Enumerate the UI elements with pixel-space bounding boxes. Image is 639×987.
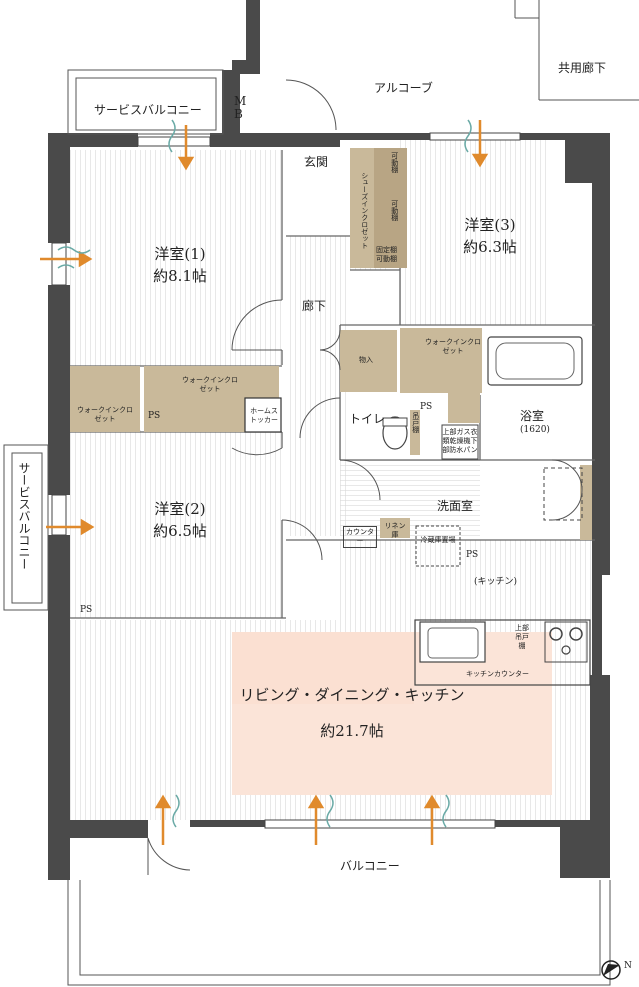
upper-shelf-label: 上部吊戸棚 bbox=[515, 624, 529, 650]
bedroom1-size: 約8.1帖 bbox=[153, 266, 207, 285]
compass-label: N bbox=[624, 961, 632, 971]
bedroom2-label: 洋室(2) 約6.5帖 bbox=[130, 499, 230, 543]
movable-shelf-label-3: 可動棚 bbox=[376, 255, 397, 263]
fridge-label: 冷蔵庫置場 bbox=[420, 536, 456, 544]
toilet-icon bbox=[382, 416, 408, 450]
ps-label: PS bbox=[420, 402, 433, 412]
bedroom2-name: 洋室(2) bbox=[154, 500, 206, 518]
storage-blocks bbox=[70, 148, 592, 540]
bedroom1-label: 洋室(1) 約8.1帖 bbox=[130, 244, 230, 288]
north-arrow-icon bbox=[601, 960, 621, 980]
ldk-label: リビング・ダイニング・キッチン 約21.7帖 bbox=[232, 685, 472, 743]
alcove-label: アルコーブ bbox=[374, 81, 433, 95]
washbasin-icon bbox=[543, 467, 583, 521]
washroom-label: 洗面室 bbox=[437, 499, 474, 513]
fixed-shelf-label: 固定棚 bbox=[376, 246, 397, 254]
kitchen-counter-label: キッチンカウンター bbox=[466, 670, 529, 678]
stove-icon bbox=[544, 621, 588, 663]
exterior-walls bbox=[48, 0, 610, 880]
doors bbox=[147, 79, 583, 875]
mb-label: M B bbox=[234, 94, 247, 122]
counter-label: カウンター bbox=[343, 526, 377, 548]
bedroom3-label: 洋室(3) 約6.3帖 bbox=[440, 215, 540, 259]
movable-shelf-label-1: 可動棚 bbox=[390, 152, 399, 173]
service-balcony-left-label: サービスバルコニー bbox=[17, 462, 31, 570]
ps-label: PS bbox=[148, 411, 161, 421]
bathroom-size-label: (1620) bbox=[520, 425, 550, 435]
shoes-closet-label: シューズインクロゼット bbox=[360, 172, 369, 249]
hallway-label: 廊下 bbox=[302, 299, 327, 313]
walkin-closet-3-label: ウォークインクロゼット bbox=[425, 338, 481, 355]
toilet-label: トイレ bbox=[349, 412, 386, 426]
bedroom3-name: 洋室(3) bbox=[464, 216, 516, 234]
home-stocker-label: ホームストッカー bbox=[250, 407, 278, 424]
walkin-closet-1-label: ウォークインクロゼット bbox=[182, 376, 238, 393]
common-corridor-area bbox=[514, 0, 639, 101]
bedroom2-size: 約6.5帖 bbox=[153, 521, 207, 540]
common-corridor-label: 共用廊下 bbox=[558, 61, 607, 75]
dryer-space bbox=[441, 424, 479, 460]
ldk-name: リビング・ダイニング・キッチン bbox=[239, 686, 465, 704]
entrance-label: 玄関 bbox=[304, 155, 329, 169]
kitchen-label: (キッチン) bbox=[474, 577, 518, 587]
balcony-label: バルコニー bbox=[340, 859, 400, 873]
movable-shelf-label-2: 可動棚 bbox=[390, 200, 399, 221]
bedroom3-size: 約6.3帖 bbox=[463, 237, 517, 256]
windows bbox=[51, 132, 521, 829]
service-balcony-top-label: サービスバルコニー bbox=[94, 103, 202, 117]
ps-label: PS bbox=[466, 550, 479, 560]
dryer-label: 上部ガス衣類乾燥機下部防水パン bbox=[442, 428, 478, 454]
bedroom1-name: 洋室(1) bbox=[154, 245, 206, 263]
toilet-shelf-label: 吊戸棚 bbox=[411, 412, 420, 433]
fridge-space bbox=[415, 525, 461, 567]
ps-label: PS bbox=[80, 605, 93, 615]
linen-label: リネン庫 bbox=[384, 522, 406, 539]
balcony-outlines bbox=[3, 69, 611, 986]
wind-swirl-icons bbox=[57, 119, 472, 828]
ventilation-arrow-icon bbox=[40, 120, 489, 845]
sink-icon bbox=[419, 621, 486, 663]
walkin-closet-2-label: ウォークインクロゼット bbox=[77, 406, 133, 423]
ldk-size: 約21.7帖 bbox=[320, 721, 384, 740]
bathroom-label: 浴室 bbox=[520, 409, 545, 423]
kitchen-counter bbox=[414, 619, 591, 686]
bathtub-icon bbox=[487, 336, 583, 386]
storage-label: 物入 bbox=[359, 356, 373, 364]
